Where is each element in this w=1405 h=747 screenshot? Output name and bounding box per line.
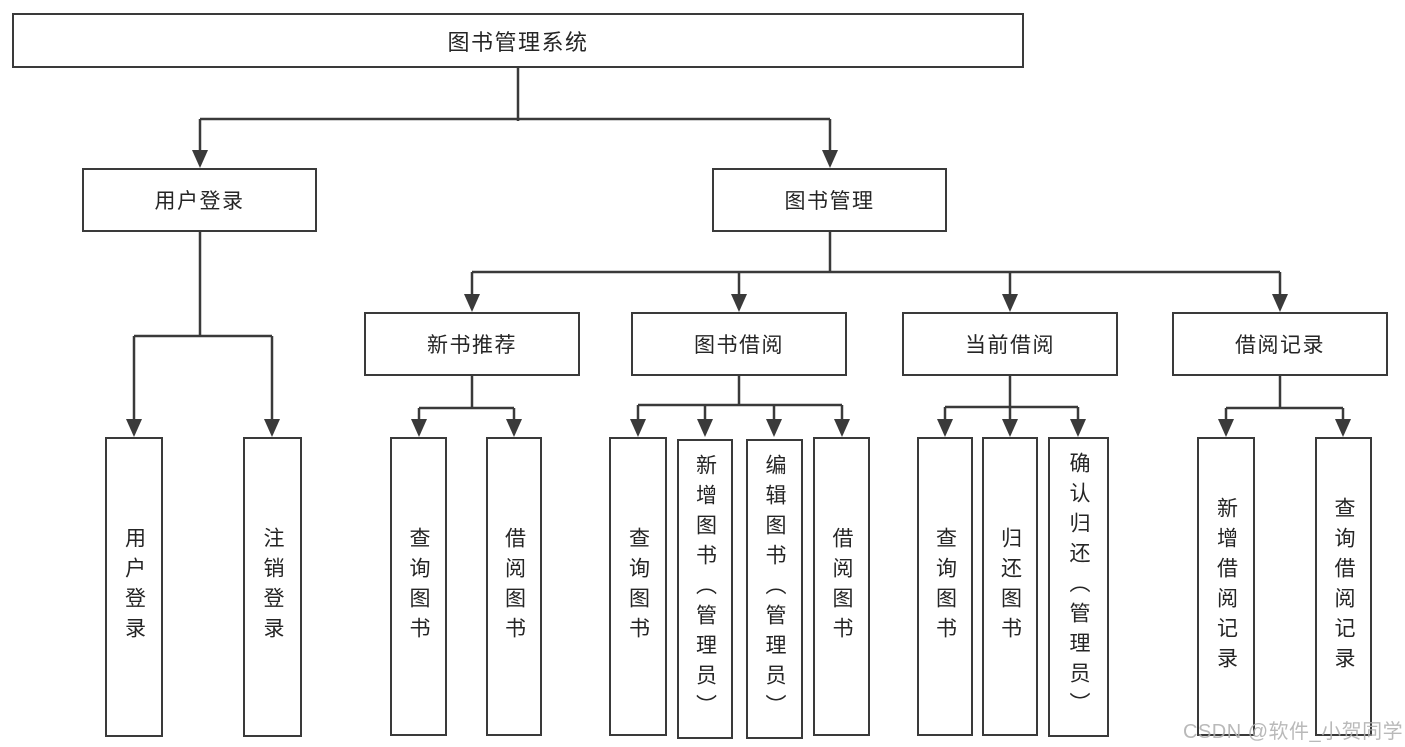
leaf-borrow-books-borrowing-label: 借阅图书 <box>830 526 853 647</box>
leaf-query-books-borrowing: 查询图书 <box>609 437 667 736</box>
leaf-return-books: 归还图书 <box>982 437 1038 736</box>
arrowheads <box>126 150 1351 437</box>
leaf-edit-book-admin-label: 编辑图书（管理员） <box>763 454 786 724</box>
leaf-confirm-return-admin: 确认归还（管理员） <box>1048 437 1109 737</box>
node-library-management-system: 图书管理系统 <box>12 13 1024 68</box>
leaf-query-books-current-label: 查询图书 <box>933 526 957 647</box>
leaf-edit-book-admin: 编辑图书（管理员） <box>746 439 803 739</box>
node-current-borrowing: 当前借阅 <box>902 312 1118 376</box>
node-user-login: 用户登录 <box>82 168 317 232</box>
leaf-query-borrow-record: 查询借阅记录 <box>1315 437 1372 736</box>
leaf-borrow-books-borrowing: 借阅图书 <box>813 437 870 736</box>
leaf-borrow-books-recommend: 借阅图书 <box>486 437 542 736</box>
leaf-return-books-label: 归还图书 <box>998 526 1022 647</box>
leaf-user-login: 用户登录 <box>105 437 163 737</box>
leaf-user-login-label: 用户登录 <box>122 527 146 647</box>
leaf-logout-label: 注销登录 <box>261 527 284 647</box>
node-book-management: 图书管理 <box>712 168 947 232</box>
leaf-query-books-current: 查询图书 <box>917 437 973 736</box>
leaf-query-books-recommend: 查询图书 <box>390 437 447 736</box>
leaf-add-borrow-record-label: 新增借阅记录 <box>1214 496 1238 677</box>
leaf-query-borrow-record-label: 查询借阅记录 <box>1332 496 1355 677</box>
leaf-query-books-borrowing-label: 查询图书 <box>626 526 650 647</box>
node-new-book-recommend: 新书推荐 <box>364 312 580 376</box>
leaf-add-borrow-record: 新增借阅记录 <box>1197 437 1255 736</box>
node-borrowing-records: 借阅记录 <box>1172 312 1388 376</box>
leaf-confirm-return-admin-label: 确认归还（管理员） <box>1067 452 1090 722</box>
leaf-add-book-admin-label: 新增图书（管理员） <box>693 454 717 724</box>
leaf-logout: 注销登录 <box>243 437 302 737</box>
leaf-borrow-books-recommend-label: 借阅图书 <box>502 526 526 647</box>
leaf-query-books-recommend-label: 查询图书 <box>407 526 430 647</box>
leaf-add-book-admin: 新增图书（管理员） <box>677 439 733 739</box>
node-book-borrowing: 图书借阅 <box>631 312 847 376</box>
csdn-watermark: CSDN @软件_小贺同学 <box>1183 721 1404 743</box>
